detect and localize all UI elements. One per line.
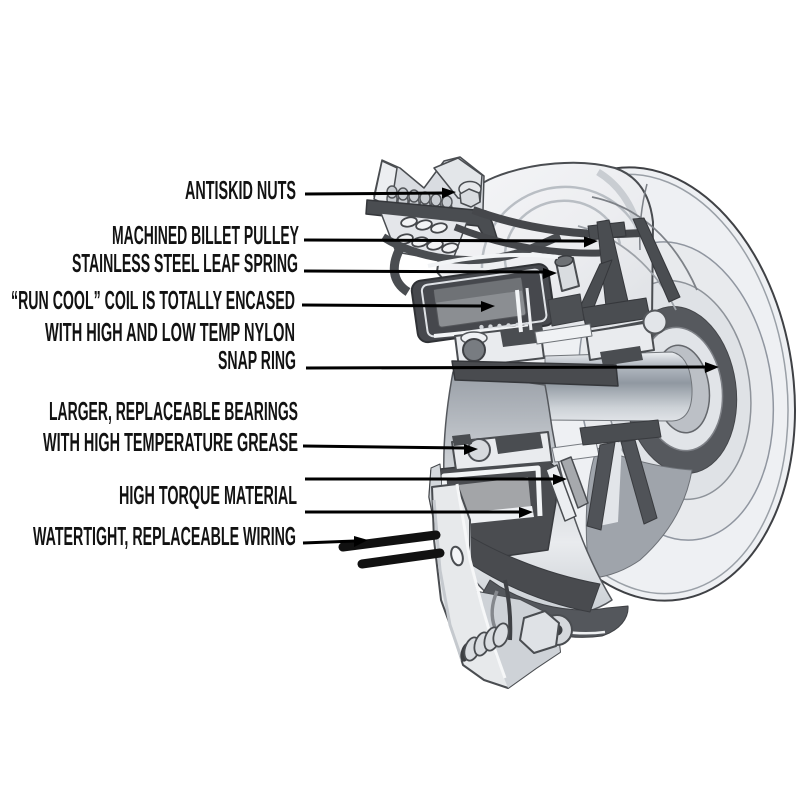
svg-text:WITH HIGH TEMPERATURE GREASE: WITH HIGH TEMPERATURE GREASE (43, 427, 298, 457)
svg-text:SNAP RING: SNAP RING (218, 345, 296, 375)
svg-text:WITH HIGH AND LOW TEMP NYLON: WITH HIGH AND LOW TEMP NYLON (45, 317, 295, 347)
svg-text:ANTISKID NUTS: ANTISKID NUTS (185, 175, 296, 205)
svg-text:MACHINED BILLET PULLEY: MACHINED BILLET PULLEY (112, 220, 299, 250)
svg-text:HIGH TORQUE MATERIAL: HIGH TORQUE MATERIAL (119, 480, 297, 510)
svg-text:STAINLESS STEEL LEAF SPRING: STAINLESS STEEL LEAF SPRING (72, 248, 298, 278)
svg-text:LARGER, REPLACEABLE BEARINGS: LARGER, REPLACEABLE BEARINGS (49, 396, 298, 426)
svg-text:“RUN COOL” COIL IS TOTALLY ENC: “RUN COOL” COIL IS TOTALLY ENCASED (11, 285, 295, 315)
svg-text:WATERTIGHT, REPLACEABLE WIRING: WATERTIGHT, REPLACEABLE WIRING (33, 521, 296, 551)
